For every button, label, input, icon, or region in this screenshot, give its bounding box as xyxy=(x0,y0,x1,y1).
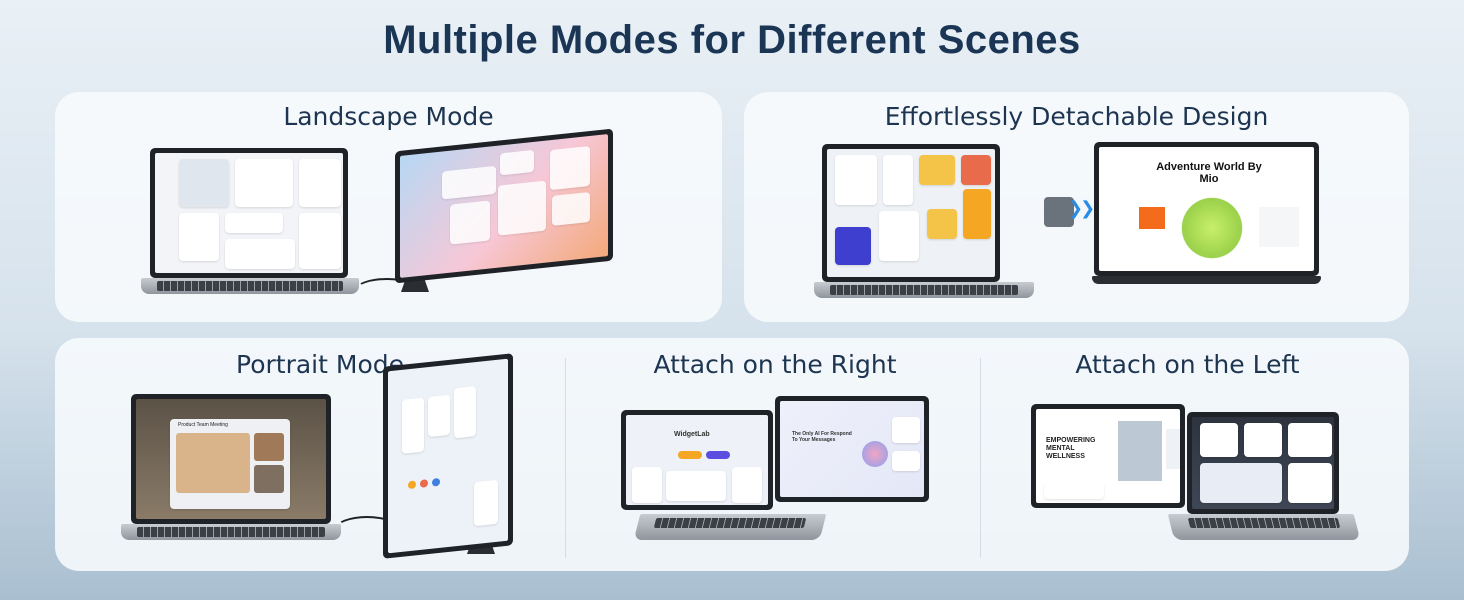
monitor-screen xyxy=(383,353,513,559)
monitor-base xyxy=(1092,276,1321,284)
monitor-heading: Adventure World By Mio xyxy=(1156,161,1262,185)
attached-monitor-left: EMPOWERING MENTAL WELLNESS xyxy=(1031,404,1185,508)
laptop-keyboard xyxy=(1187,518,1341,528)
video-call-window: Product Team Meeting xyxy=(170,419,290,509)
usb-cable xyxy=(355,278,419,302)
laptop-screen-heading: WidgetLab xyxy=(674,431,710,438)
laptop-screen xyxy=(150,148,348,278)
panel-title-attach-left: Attach on the Left xyxy=(1075,350,1300,379)
attached-monitor-heading: EMPOWERING MENTAL WELLNESS xyxy=(1046,437,1096,460)
panel-title-attach-right: Attach on the Right xyxy=(653,350,897,379)
laptop-screen: WidgetLab xyxy=(621,410,773,510)
panel-lower-modes: Portrait Mode Product Team Meeting xyxy=(55,338,1409,571)
attached-monitor-heading: The Only AI For Respond To Your Messages xyxy=(792,431,852,443)
attached-monitor-right: The Only AI For Respond To Your Messages xyxy=(775,396,929,502)
usb-cable xyxy=(335,516,399,542)
laptop-screen xyxy=(822,144,1000,282)
panel-title-landscape: Landscape Mode xyxy=(283,102,494,131)
laptop-screen xyxy=(1187,412,1339,514)
panel-detachable-design: Effortlessly Detachable Design ❯❯❯ Adven… xyxy=(744,92,1409,322)
section-divider xyxy=(980,358,981,558)
panel-title-portrait: Portrait Mode xyxy=(236,350,404,379)
detach-clip-icon xyxy=(1044,197,1074,227)
laptop-keyboard xyxy=(653,518,807,528)
section-divider xyxy=(565,358,566,558)
laptop-keyboard xyxy=(137,527,325,537)
panel-landscape-mode: Landscape Mode xyxy=(55,92,722,322)
panel-title-detachable: Effortlessly Detachable Design xyxy=(884,102,1269,131)
video-call-title: Product Team Meeting xyxy=(178,422,228,428)
monitor-screen xyxy=(395,128,613,284)
monitor-screen: Adventure World By Mio xyxy=(1094,142,1319,276)
laptop-screen: Product Team Meeting xyxy=(131,394,331,524)
laptop-keyboard xyxy=(830,285,1018,295)
page-title: Multiple Modes for Different Scenes xyxy=(383,18,1081,62)
laptop-keyboard xyxy=(157,281,343,291)
